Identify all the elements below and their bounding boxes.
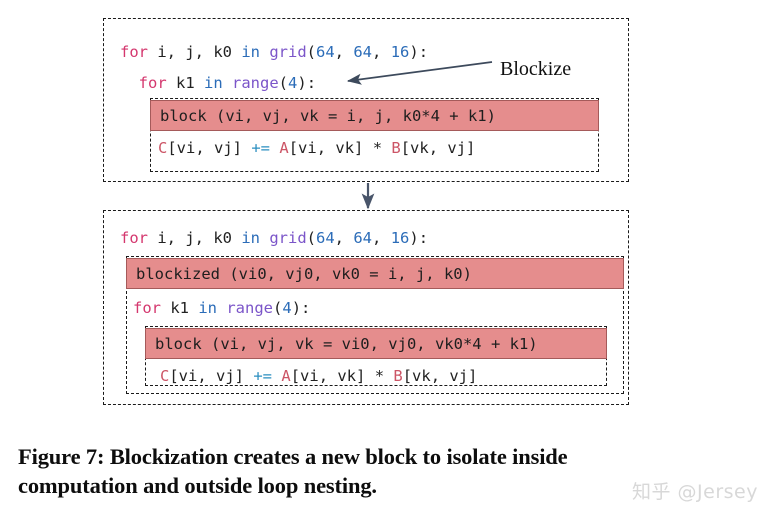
bottom-blockized-row-text: blockized (vi0, vj0, vk0 = i, j, k0) — [136, 264, 472, 283]
top-for-range-line: for k1 in range(4): — [120, 74, 317, 92]
bottom-body-compute-line: C[vi, vj] += A[vi, vk] * B[vk, vj] — [160, 367, 478, 385]
top-block-highlight-row: block (vi, vj, vk = i, j, k0*4 + k1) — [150, 100, 599, 131]
caption-line-1: Figure 7: Blockization creates a new blo… — [18, 444, 568, 469]
figure-caption: Figure 7: Blockization creates a new blo… — [18, 442, 748, 501]
bottom-panel-outer-box — [103, 210, 629, 405]
bottom-for-grid-line: for i, j, k0 in grid(64, 64, 16): — [120, 229, 429, 247]
bottom-block-row-text: block (vi, vj, vk = vi0, vj0, vk0*4 + k1… — [155, 334, 538, 353]
bottom-blockized-highlight-row: blockized (vi0, vj0, vk0 = i, j, k0) — [126, 258, 624, 289]
zhihu-watermark: 知乎 @Jersey — [632, 481, 758, 503]
bottom-panel-middle-dashed-box — [126, 256, 624, 394]
top-block-row-text: block (vi, vj, vk = i, j, k0*4 + k1) — [160, 106, 496, 125]
blockize-annotation-label: Blockize — [500, 58, 572, 80]
top-panel-inner-dashed-box — [150, 98, 599, 172]
bottom-for-range-line: for k1 in range(4): — [133, 299, 311, 317]
top-for-grid-line: for i, j, k0 in grid(64, 64, 16): — [120, 43, 429, 61]
bottom-block-highlight-row: block (vi, vj, vk = vi0, vj0, vk0*4 + k1… — [145, 328, 607, 359]
caption-line-2: computation and outside loop nesting. — [18, 473, 377, 499]
top-body-compute-line: C[vi, vj] += A[vi, vk] * B[vk, vj] — [158, 139, 476, 157]
